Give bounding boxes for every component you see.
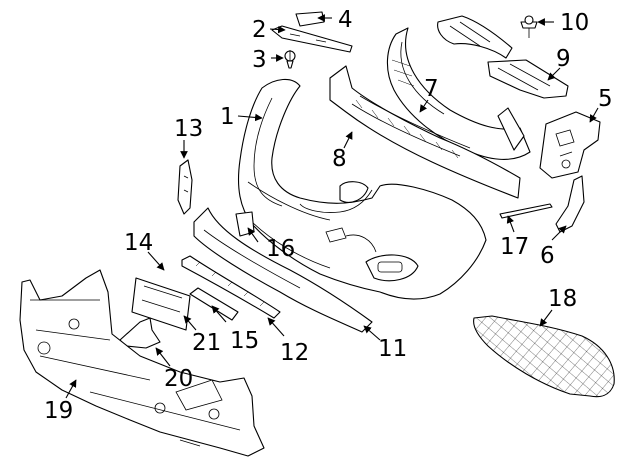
- callout-5: 5: [598, 86, 613, 112]
- guide-bracket-part: [555, 175, 585, 233]
- callout-9: 9: [556, 46, 571, 72]
- reinforcement-beam-part: [329, 65, 521, 199]
- upper-grille-part: [437, 15, 569, 99]
- callout-6: 6: [540, 243, 555, 269]
- callout-16: 16: [266, 236, 295, 262]
- carrier-support-part: [19, 269, 265, 457]
- callout-11: 11: [378, 336, 407, 362]
- impact-absorber-part: [386, 27, 531, 160]
- callout-2: 2: [252, 17, 267, 43]
- callout-13: 13: [174, 116, 203, 142]
- callout-7: 7: [424, 76, 439, 102]
- license-plate-bracket-part: [131, 277, 191, 331]
- grille-mesh-part: [473, 315, 615, 398]
- side-retainer-part: [177, 159, 193, 215]
- callout-4: 4: [338, 7, 353, 33]
- lower-spoiler-part: [181, 255, 281, 319]
- bumper-cover-part: [237, 78, 487, 300]
- trim-strip-part: [499, 203, 553, 219]
- tow-bracket-part: [119, 317, 161, 349]
- callout-12: 12: [280, 340, 309, 366]
- callout-1: 1: [220, 104, 235, 130]
- bracket-clip-part: [295, 11, 325, 27]
- callout-17: 17: [500, 234, 529, 260]
- callout-15: 15: [230, 328, 259, 354]
- callout-21: 21: [192, 330, 221, 356]
- leader-lines: [65, 14, 599, 399]
- push-pin-part: [520, 15, 538, 38]
- side-bracket-part: [539, 111, 601, 179]
- callout-10: 10: [560, 10, 589, 36]
- callout-labels: 1 2 3 4 5 6 7 8 9 10 11 12 13 14 15 16 1…: [44, 7, 613, 424]
- callout-3: 3: [252, 47, 267, 73]
- screw-part: [284, 50, 296, 69]
- callout-14: 14: [124, 230, 153, 256]
- callout-8: 8: [332, 146, 347, 172]
- callout-18: 18: [548, 286, 577, 312]
- callout-20: 20: [164, 366, 193, 392]
- callout-19: 19: [44, 398, 73, 424]
